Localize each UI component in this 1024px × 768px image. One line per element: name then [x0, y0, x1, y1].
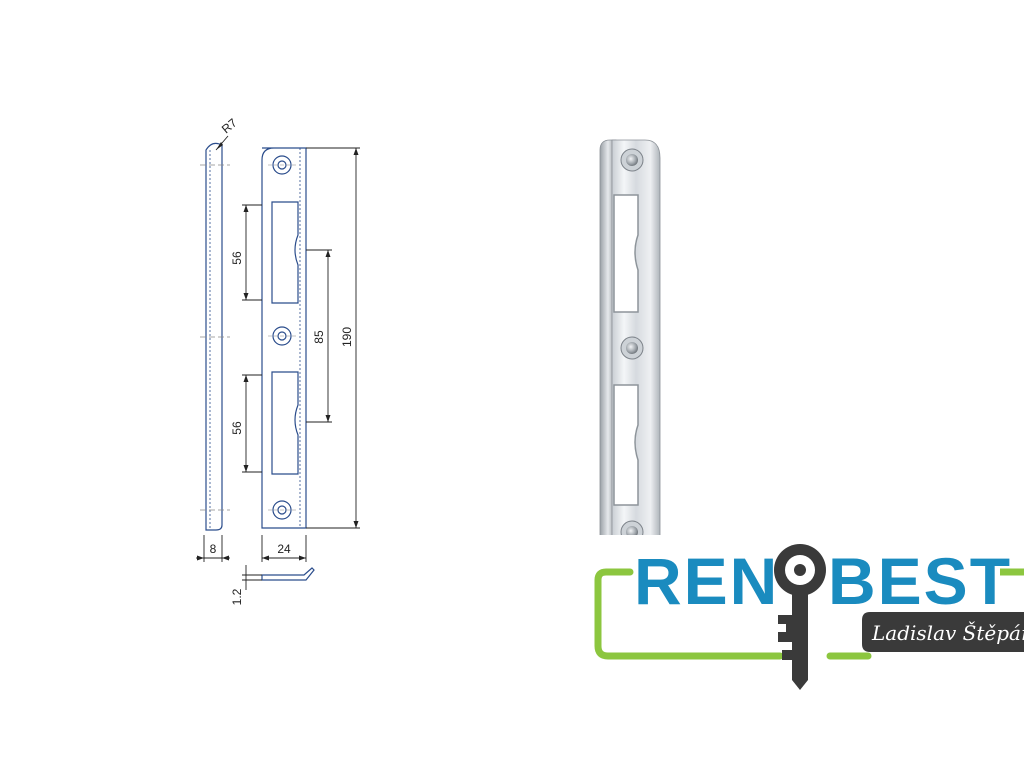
- dimension-lines: [196, 135, 360, 590]
- logo-green-frame: [594, 568, 784, 660]
- technical-drawing: [200, 142, 315, 581]
- owner-banner: [862, 612, 1024, 652]
- key-icon: [774, 544, 826, 690]
- front-plate: [261, 147, 307, 529]
- dim-depth-label: 8: [210, 542, 217, 556]
- dim-length-label: 190: [340, 327, 354, 347]
- logo-text-left: REN: [634, 544, 779, 618]
- dim-slot-lower-label: 56: [230, 421, 244, 435]
- photo-slot-upper: [613, 194, 639, 313]
- strike-plate-photo: [599, 139, 661, 546]
- slot-lower: [271, 371, 299, 475]
- dim-radius-label: R7: [219, 116, 240, 137]
- dim-width-label: 24: [277, 542, 291, 556]
- dimension-arrows: [197, 142, 359, 561]
- photo-slot-lower: [613, 384, 639, 506]
- screw-hole-top: [268, 155, 296, 175]
- slot-upper: [271, 201, 299, 304]
- photo-screw-top: [620, 148, 644, 172]
- dim-hole-spacing-label: 85: [312, 330, 326, 344]
- screw-hole-middle: [268, 326, 296, 346]
- renobest-logo: REN BEST Ladislav Štěpán: [594, 535, 1024, 695]
- dim-thickness-label: 1.2: [230, 588, 244, 605]
- screw-hole-bottom: [268, 500, 296, 520]
- owner-name: Ladislav Štěpán: [871, 621, 1024, 645]
- side-profile: [200, 142, 230, 531]
- bent-profile: [261, 567, 315, 581]
- dim-slot-upper-label: 56: [230, 251, 244, 265]
- logo-text-right: BEST: [828, 544, 1012, 618]
- photo-screw-middle: [620, 336, 644, 360]
